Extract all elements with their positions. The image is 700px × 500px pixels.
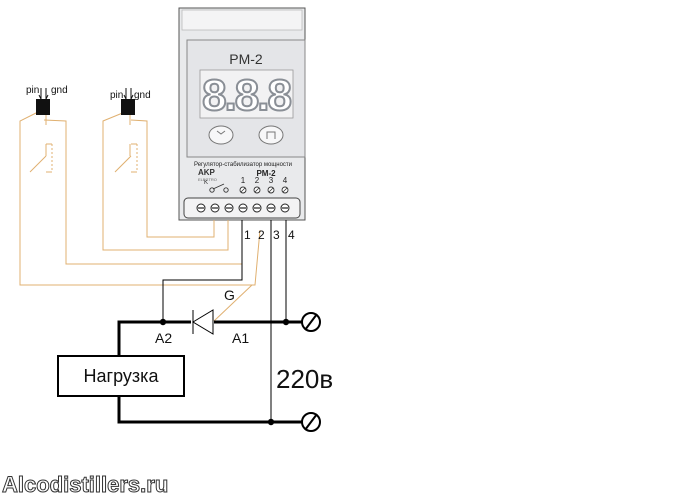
connector-2-icon <box>121 99 135 115</box>
a2-label: A2 <box>155 330 172 346</box>
relay-contact-left <box>209 187 215 193</box>
wire-load-neutral <box>117 388 305 424</box>
regulator-device: PM-2 8.8.8 Регулятор-стабилизатор мощнос… <box>178 7 306 221</box>
button-down[interactable] <box>208 125 234 145</box>
triac-symbol <box>192 309 214 335</box>
switch1-pin-label: pin <box>26 85 39 96</box>
button-up[interactable] <box>258 125 284 145</box>
device-model-label: PM-2 <box>229 51 263 67</box>
wire-label-1: 1 <box>244 228 251 242</box>
wire-label-2: 2 <box>258 228 265 242</box>
mains-terminal-bottom <box>301 412 321 432</box>
display-window <box>199 69 294 119</box>
wire-switch2-pin <box>130 119 215 238</box>
terminal-number-3: 3 <box>269 176 274 185</box>
gate-wire <box>213 284 253 322</box>
gate-label: G <box>224 287 235 303</box>
terminal-screws <box>196 203 290 213</box>
arrow-up-icon <box>266 131 276 139</box>
terminal-number-1: 1 <box>241 176 246 185</box>
voltage-label: 220в <box>276 364 333 394</box>
a1-label: A1 <box>232 330 249 346</box>
seven-segment-display: 8.8.8 <box>202 71 291 120</box>
junction-a2 <box>159 318 167 326</box>
switch2-gnd-label: gnd <box>134 90 151 101</box>
wire-label-4: 4 <box>288 228 295 242</box>
load-label: Нагрузка <box>84 366 160 386</box>
load-box <box>57 355 185 397</box>
wire-terminal1-a2 <box>162 220 243 320</box>
brand-sub: ELECTRO <box>198 177 217 182</box>
switch-2 <box>114 88 138 173</box>
junction-neutral <box>267 418 275 426</box>
junction-phase <box>282 318 290 326</box>
device-top-rail <box>181 9 303 31</box>
arrow-down-icon <box>216 130 226 135</box>
switch2-pin-label: pin <box>110 90 123 101</box>
terminal-number-2: 2 <box>255 176 260 185</box>
wire-switch1-gnd <box>19 111 261 286</box>
device-model-small: PM-2 <box>256 169 276 178</box>
device-caption: Регулятор-стабилизатор мощности <box>194 162 292 168</box>
connector-1-icon <box>36 99 50 115</box>
wire-label-3: 3 <box>273 228 280 242</box>
face-screws <box>239 186 289 194</box>
relay-contact-right <box>223 187 229 193</box>
brand-logo: AKP <box>198 168 216 177</box>
terminal-number-4: 4 <box>283 176 288 185</box>
watermark: Alcodistillers.ru <box>2 472 168 497</box>
switch-1 <box>29 88 53 173</box>
mains-terminal-top <box>301 312 321 332</box>
relay-k-label: K <box>204 180 208 186</box>
switch1-gnd-label: gnd <box>51 85 68 96</box>
relay-contact-blade <box>212 183 225 190</box>
wire-switch2-gnd <box>102 111 229 251</box>
